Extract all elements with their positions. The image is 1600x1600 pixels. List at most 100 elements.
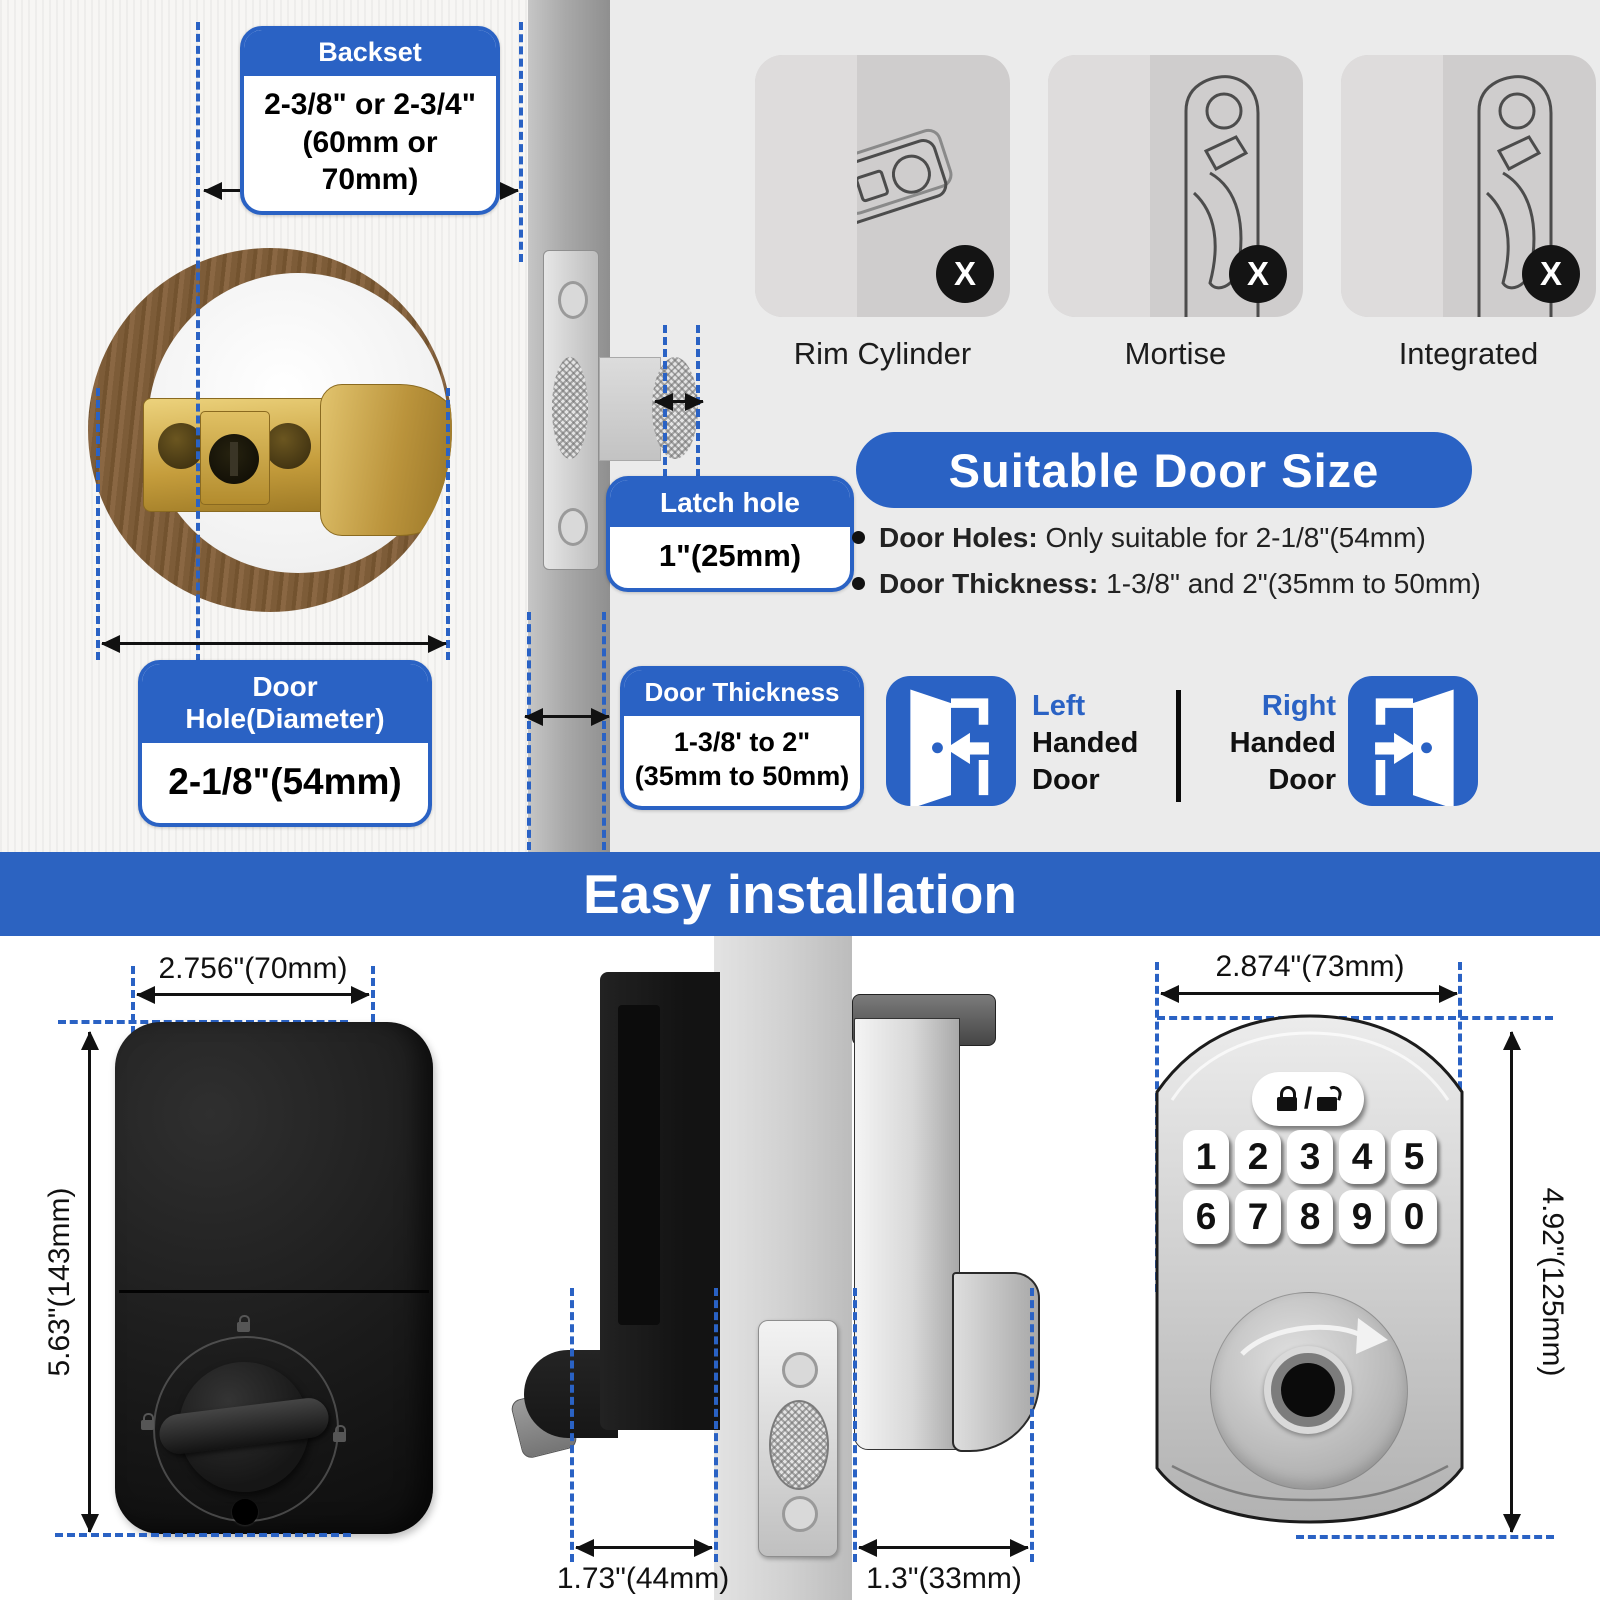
backset-callout: Backset 2-3/8" or 2-3/4" (60mm or 70mm) <box>240 26 500 215</box>
side-guide-1 <box>570 1288 574 1562</box>
side-left-label: 1.73"(44mm) <box>556 1562 730 1595</box>
exterior-height-label: 4.92"(125mm) <box>1536 1187 1569 1377</box>
exterior-top-guide <box>1157 1016 1553 1020</box>
key-6[interactable]: 6 <box>1183 1190 1229 1244</box>
interior-height-label: 5.63"(143mm) <box>43 1187 76 1377</box>
latch-arrow <box>655 400 703 403</box>
unlocked-icon <box>1317 1084 1344 1112</box>
door-hole-callout: Door Hole(Diameter) 2-1/8"(54mm) <box>138 660 432 828</box>
lock-unlock-slash: / <box>1303 1082 1313 1115</box>
panel-label-integrated: Integrated <box>1398 336 1539 371</box>
panel-mortise: X <box>1048 55 1303 317</box>
door-hole-arrow <box>102 642 446 645</box>
interior-width-label: 2.756"(70mm) <box>158 952 348 985</box>
left-rest-2: Door <box>1032 764 1100 796</box>
latch-slot <box>209 434 259 484</box>
latch-hole-callout: Latch hole 1"(25mm) <box>606 476 854 592</box>
latch-guide-right <box>696 325 700 585</box>
side-interior-unit <box>600 972 720 1430</box>
unlock-mark-icon <box>237 1315 250 1332</box>
not-supported-badge: X <box>1229 245 1287 303</box>
door-thickness-bullet: Door Thickness: 1-3/8" and 2"(35mm to 50… <box>852 568 1552 600</box>
side-plate-screw-top <box>782 1352 818 1388</box>
reset-hole <box>232 1499 258 1525</box>
door-holes-label: Door Holes: <box>879 522 1038 553</box>
faceplate-screw-top <box>558 281 588 319</box>
latch-hole-right <box>265 423 311 469</box>
right-rest-2: Door <box>1268 764 1336 796</box>
side-exterior-unit <box>854 1018 960 1450</box>
side-guide-4 <box>1030 1288 1034 1562</box>
key-1[interactable]: 1 <box>1183 1130 1229 1184</box>
interior-lock-unit <box>115 1022 433 1534</box>
latch-hole-value: 1"(25mm) <box>658 538 802 573</box>
easy-installation-banner: Easy installation <box>0 852 1600 936</box>
exterior-width-arrow <box>1161 992 1457 995</box>
backset-guide-left <box>196 22 200 662</box>
side-guide-2 <box>714 1288 718 1562</box>
interior-bottom-guide <box>55 1533 351 1537</box>
door-thickness-value-2: (35mm to 50mm) <box>634 760 850 791</box>
side-plate-latch-oval <box>769 1400 829 1490</box>
door-hole-title: Door Hole(Diameter) <box>142 664 428 743</box>
panel-label-rim-cylinder: Rim Cylinder <box>793 336 972 371</box>
keyway <box>1281 1363 1335 1417</box>
backset-guide-right <box>519 22 523 262</box>
door-thickness-text: 1-3/8" and 2"(35mm to 50mm) <box>1098 568 1481 599</box>
side-right-arrow <box>859 1546 1028 1549</box>
backset-value-2: (60mm or 70mm) <box>302 125 438 197</box>
left-word: Left <box>1032 690 1086 722</box>
lock-unlock-indicator: / <box>1252 1072 1364 1126</box>
not-supported-badge: X <box>1522 245 1580 303</box>
latch-guide-left <box>663 325 667 585</box>
rotation-arrow-icon <box>1240 1318 1388 1356</box>
thickness-arrow <box>525 715 609 718</box>
door-holes-text: Only suitable for 2-1/8"(54mm) <box>1037 522 1426 553</box>
key-5[interactable]: 5 <box>1391 1130 1437 1184</box>
left-handed-door-icon <box>886 676 1016 809</box>
key-3[interactable]: 3 <box>1287 1130 1333 1184</box>
key-8[interactable]: 8 <box>1287 1190 1333 1244</box>
panel-label-mortise: Mortise <box>1124 336 1227 371</box>
side-interior-face <box>618 1005 660 1325</box>
key-9[interactable]: 9 <box>1339 1190 1385 1244</box>
door-thickness-title: Door Thickness <box>624 670 860 716</box>
faceplate-latch-oval <box>552 357 588 459</box>
backset-value-1: 2-3/8" or 2-3/4" <box>264 88 476 121</box>
bullet-dot <box>852 531 865 544</box>
exterior-width-label: 2.874"(73mm) <box>1215 950 1405 983</box>
lock-seam <box>119 1290 429 1293</box>
suitable-door-size-title: Suitable Door Size <box>856 432 1472 508</box>
right-handed-door-icon <box>1348 676 1478 809</box>
key-0[interactable]: 0 <box>1391 1190 1437 1244</box>
bullet-dot <box>852 577 865 590</box>
key-7[interactable]: 7 <box>1235 1190 1281 1244</box>
not-supported-badge: X <box>936 245 994 303</box>
panel-strip <box>1341 55 1443 317</box>
side-exterior-turn-bump <box>952 1272 1040 1452</box>
right-word: Right <box>1261 690 1336 722</box>
panel-rim-cylinder: X <box>755 55 1010 317</box>
bore-hole-photo <box>88 248 452 612</box>
panel-integrated: X <box>1341 55 1596 317</box>
backset-title: Backset <box>244 30 496 76</box>
keyway-ring <box>1264 1346 1352 1434</box>
door-thickness-callout: Door Thickness 1-3/8' to 2" (35mm to 50m… <box>620 666 864 810</box>
exterior-height-arrow <box>1510 1032 1513 1532</box>
door-hole-guide-right <box>446 388 450 660</box>
thickness-guide-right <box>602 612 606 850</box>
latch-hole-title: Latch hole <box>610 480 850 527</box>
side-right-label: 1.3"(33mm) <box>866 1562 1022 1595</box>
panel-strip <box>755 55 857 317</box>
key-4[interactable]: 4 <box>1339 1130 1385 1184</box>
faceplate-screw-bottom <box>558 508 588 546</box>
lock-mark-left-icon <box>141 1413 154 1430</box>
left-rest-1: Handed <box>1032 727 1139 759</box>
lock-mark-right-icon <box>333 1425 346 1442</box>
left-handed-door-text: Left Handed Door <box>1032 688 1172 799</box>
key-2[interactable]: 2 <box>1235 1130 1281 1184</box>
handed-divider <box>1176 690 1181 802</box>
right-rest-1: Handed <box>1229 727 1336 759</box>
door-thickness-value-1: 1-3/8' to 2" <box>673 727 811 757</box>
